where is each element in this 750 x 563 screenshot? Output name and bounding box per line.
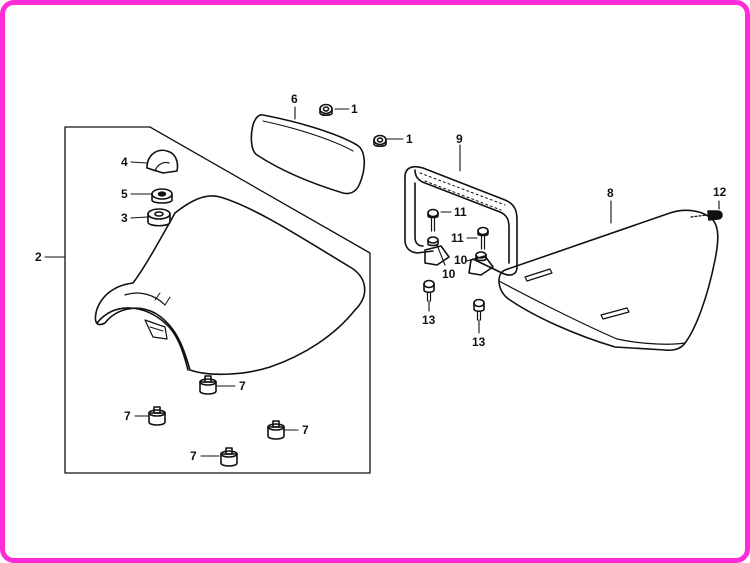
part-5-washer: [151, 188, 173, 204]
part-8-cover: [498, 209, 719, 352]
callout-11a: 11: [454, 205, 467, 219]
callout-5: 5: [121, 187, 128, 201]
callout-10b: 10: [454, 253, 468, 267]
parts-diagram: 1 1 2 3 4 5 6 7 7 7 7 8 9 10 10 11 11 12…: [5, 5, 745, 558]
part-13-bolts: [423, 279, 485, 321]
leader-lines: [44, 106, 720, 457]
callout-6: 6: [291, 92, 298, 106]
callout-7c: 7: [302, 423, 309, 437]
main-seat: [94, 195, 366, 376]
callout-3: 3: [121, 211, 128, 225]
callout-7a: 7: [239, 379, 246, 393]
callout-2: 2: [35, 250, 42, 264]
part-7-cushions: [148, 375, 285, 467]
part-6-backrest-pad: [250, 114, 366, 195]
callout-10a: 10: [442, 267, 456, 281]
callout-7d: 7: [190, 449, 197, 463]
part-3-rubber: [147, 208, 171, 227]
part-10-collars: [427, 236, 487, 262]
diagram-drawing: [44, 103, 723, 474]
callout-7b: 7: [124, 409, 131, 423]
callout-13a: 13: [422, 313, 436, 327]
callout-1a: 1: [351, 102, 358, 116]
part-12-screw: [690, 210, 723, 221]
callout-4: 4: [121, 155, 128, 169]
part-9-frame: [404, 165, 518, 276]
part-11-bolts: [427, 208, 489, 250]
callout-9: 9: [456, 132, 463, 146]
callout-13b: 13: [472, 335, 486, 349]
callout-11b: 11: [451, 231, 464, 245]
callout-12: 12: [713, 185, 727, 199]
seat-group-bracket: [64, 126, 371, 474]
part-1-nuts: [319, 103, 387, 148]
part-4-cap: [146, 149, 179, 174]
callout-8: 8: [607, 186, 614, 200]
callout-1b: 1: [406, 132, 413, 146]
